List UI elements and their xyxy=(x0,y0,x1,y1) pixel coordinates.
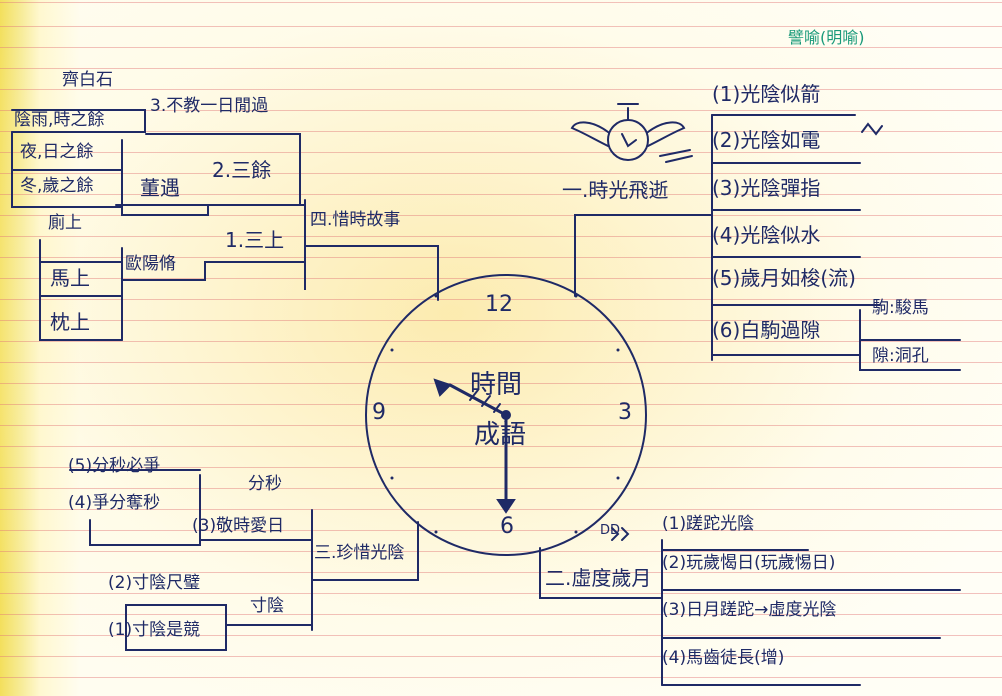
clock-3: 3 xyxy=(618,400,632,425)
branch4-person-3: 齊白石 xyxy=(62,70,113,90)
box-line xyxy=(11,109,146,133)
branch4-sanyu-1: 陰雨,時之餘 xyxy=(14,110,105,130)
branch4-sanshang-2: 馬上 xyxy=(50,266,90,290)
branch2-item-2: (2)玩歲愒日(玩歲惕日) xyxy=(662,553,836,573)
branch1-connector xyxy=(574,214,713,297)
branch4-item-2: 2.三餘 xyxy=(212,158,272,182)
branch3-group-1: 分秒 xyxy=(248,474,282,494)
branch3-item-4: (4)爭分奪秒 xyxy=(68,493,161,513)
branch4-sanshang-3: 枕上 xyxy=(50,310,90,334)
branch4-item-1: 1.三上 xyxy=(225,228,285,252)
baiju-bracket xyxy=(859,309,961,371)
center-title-line1: 時間 xyxy=(470,370,523,400)
metaphor-note: 譬喻(明喻) xyxy=(788,28,865,47)
branch3-item-2: (2)寸陰尺璧 xyxy=(108,573,201,593)
branch1-item-5: (5)歲月如梭(流) xyxy=(712,266,856,290)
cunyin-box xyxy=(125,604,227,651)
branch1-label: 一.時光飛逝 xyxy=(562,178,669,202)
clock-dots xyxy=(390,294,620,534)
clock-12: 12 xyxy=(485,292,513,317)
branch4-sanyu-3: 冬,歲之餘 xyxy=(20,176,94,196)
clock-face xyxy=(365,274,647,556)
branch2-item-4: (4)馬齒徒長(增) xyxy=(662,648,785,668)
edge-bujiao xyxy=(145,133,301,206)
branch4-person-1: 歐陽脩 xyxy=(125,254,176,274)
branch2-item-3: (3)日月蹉跎→虛度光陰 xyxy=(662,600,837,620)
box-left xyxy=(11,131,123,208)
branch4-sanyu-2: 夜,日之餘 xyxy=(20,142,94,162)
arrow-mark xyxy=(611,527,630,541)
branch1-sub-1: 駒:駿馬 xyxy=(872,298,929,318)
branch4-person-2: 董遇 xyxy=(140,176,180,200)
clock-9: 9 xyxy=(372,400,386,425)
branch2-connector xyxy=(539,547,663,599)
branch1-item-4: (4)光陰似水 xyxy=(712,223,821,247)
clock-hour-hand xyxy=(433,378,508,417)
winged-clock-icon xyxy=(570,103,693,163)
branch3-label: 三.珍惜光陰 xyxy=(314,543,405,563)
branch1-item-2: (2)光陰如電 xyxy=(712,128,821,152)
branch3-item-5: (5)分秒必爭 xyxy=(68,456,161,476)
lightning-mark xyxy=(861,122,883,136)
branch1-item-3: (3)光陰彈指 xyxy=(712,176,821,200)
branch3-group-2: 寸陰 xyxy=(250,596,284,616)
branch2-marker: DD xyxy=(600,523,621,538)
branch4-label: 四.惜時故事 xyxy=(310,210,401,230)
box-left xyxy=(39,239,123,341)
edge-sanshang xyxy=(121,261,306,281)
branch4-sanshang-1: 廁上 xyxy=(48,213,82,233)
branch3-connector xyxy=(311,521,419,581)
fenmiao-box xyxy=(89,474,201,546)
branch2-label: 二.虛度歲月 xyxy=(545,566,652,590)
branch2-item-1: (1)蹉跎光陰 xyxy=(662,514,755,534)
branch1-item-6: (6)白駒過隙 xyxy=(712,318,821,342)
branch4-connector xyxy=(304,245,439,301)
branch3-item-1: (1)寸陰是競 xyxy=(108,620,201,640)
branch1-sub-2: 隙:洞孔 xyxy=(872,346,929,366)
clock-6: 6 xyxy=(500,514,514,539)
dongyu-bracket xyxy=(121,139,209,216)
branch4-item-3: 3.不教一日閒過 xyxy=(150,96,269,116)
branch1-item-1: (1)光陰似箭 xyxy=(712,82,821,106)
center-title-line2: 成語 xyxy=(474,420,527,450)
branch3-item-3: (3)敬時愛日 xyxy=(192,516,285,536)
clock-minute-hand xyxy=(496,418,516,514)
